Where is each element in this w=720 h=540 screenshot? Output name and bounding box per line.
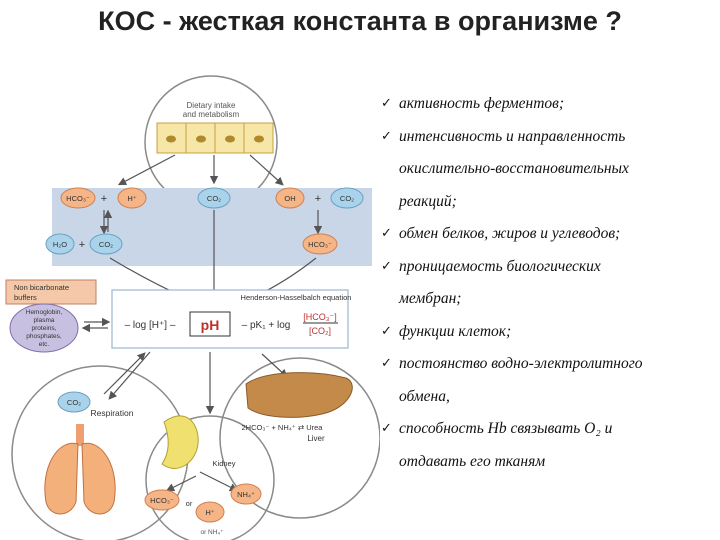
lungs-icon bbox=[44, 424, 116, 515]
liver-circle bbox=[219, 357, 380, 519]
bullet-text: постоянство водно-электролитного bbox=[399, 355, 643, 372]
svg-text:plasma: plasma bbox=[34, 317, 55, 324]
co2-pill-top: CO₂ bbox=[197, 187, 231, 209]
buffers-box: Non bicarbonate buffers bbox=[5, 279, 97, 305]
svg-text:Hemoglobin,: Hemoglobin, bbox=[26, 309, 63, 316]
check-icon: ✓ bbox=[381, 258, 392, 274]
bullet-line: мембран; bbox=[381, 289, 716, 322]
bullet-list: ✓ активность ферментов; ✓ интенсивность и … bbox=[381, 94, 716, 484]
svg-text:H₂O: H₂O bbox=[53, 240, 67, 249]
svg-text:phosphates,: phosphates, bbox=[26, 333, 62, 340]
intake-label-1: Dietary intake bbox=[187, 101, 236, 110]
plus-sign: + bbox=[101, 193, 107, 205]
hco3-pill-right: HCO₃⁻ bbox=[302, 233, 338, 255]
co2-pill-left: CO₂ bbox=[89, 233, 123, 255]
liver-equation: 2HCO₃⁻ + NH₄⁺ ⇄ Urea bbox=[242, 423, 324, 432]
kidney-h-plus-pill: H⁺ bbox=[195, 501, 225, 523]
check-icon: ✓ bbox=[381, 421, 392, 436]
bullet-text: отдавать его тканям bbox=[399, 452, 546, 470]
plus-sign: + bbox=[79, 239, 85, 251]
kidney-label: Kidney bbox=[213, 459, 236, 468]
svg-text:OH: OH bbox=[284, 194, 295, 203]
bullet-text: реакций; bbox=[399, 192, 457, 210]
acid-base-diagram: Dietary intake and metabolism HCO₃⁻ + H⁺… bbox=[5, 75, 380, 540]
svg-text:etc.: etc. bbox=[39, 341, 50, 348]
svg-text:H⁺: H⁺ bbox=[205, 508, 214, 517]
svg-text:HCO₃⁻: HCO₃⁻ bbox=[66, 194, 90, 203]
bullet-line: ✓ функции клеток; bbox=[381, 322, 716, 355]
kidney-circle bbox=[145, 415, 275, 540]
h2o-pill: H₂O bbox=[45, 233, 75, 255]
respiration-label: Respiration bbox=[91, 408, 134, 418]
svg-text:CO₂: CO₂ bbox=[340, 194, 354, 203]
bullet-text: интенсивность и направленность bbox=[399, 127, 626, 145]
liver-label: Liver bbox=[307, 434, 325, 443]
svg-text:proteins,: proteins, bbox=[32, 325, 57, 332]
check-icon: ✓ bbox=[381, 128, 392, 144]
svg-text:Henderson-Hasselbalch equation: Henderson-Hasselbalch equation bbox=[241, 293, 352, 302]
or-label: or bbox=[186, 499, 193, 508]
bullet-line: окислительно-восстановительных bbox=[381, 159, 716, 192]
svg-text:Non bicarbonate: Non bicarbonate bbox=[14, 283, 69, 292]
intake-label-2: and metabolism bbox=[183, 110, 240, 119]
henderson-hasselbalch-equation: Henderson-Hasselbalch equation – log [H⁺… bbox=[111, 289, 352, 349]
svg-text:HCO₃⁻: HCO₃⁻ bbox=[308, 240, 332, 249]
respiration-co2-pill: CO₂ bbox=[57, 391, 91, 413]
svg-text:[CO₂]: [CO₂] bbox=[309, 326, 331, 336]
bullet-line: реакций; bbox=[381, 192, 716, 225]
svg-text:CO₂: CO₂ bbox=[207, 194, 221, 203]
bullet-line: ✓ постоянство водно-электролитного bbox=[381, 354, 716, 387]
svg-text:CO₂: CO₂ bbox=[99, 240, 113, 249]
check-icon: ✓ bbox=[381, 323, 392, 339]
or-nh4-label: or NH₄⁺ bbox=[200, 529, 224, 536]
svg-text:H⁺: H⁺ bbox=[127, 194, 136, 203]
bullet-text: мембран; bbox=[399, 290, 462, 307]
ph-label: pH bbox=[201, 317, 220, 333]
bullet-text: обмен белков, жиров и углеводов; bbox=[399, 225, 621, 242]
liver-icon bbox=[245, 372, 353, 418]
bullet-text: активность ферментов; bbox=[399, 95, 565, 112]
h-plus-pill: H⁺ bbox=[117, 187, 147, 209]
svg-text:HCO₃⁻: HCO₃⁻ bbox=[150, 496, 174, 505]
svg-text:buffers: buffers bbox=[14, 293, 37, 302]
bullet-text: проницаемость биологических bbox=[399, 257, 601, 275]
check-icon: ✓ bbox=[381, 356, 392, 371]
svg-text:– pK₁ + log: – pK₁ + log bbox=[242, 320, 291, 331]
bullet-line: ✓ способность Hb связывать O₂ и bbox=[381, 419, 716, 452]
svg-text:CO₂: CO₂ bbox=[67, 398, 81, 407]
intestinal-cells bbox=[156, 122, 274, 154]
hemoglobin-box: Hemoglobin, plasma proteins, phosphates,… bbox=[9, 303, 79, 353]
bullet-text: функции клеток; bbox=[399, 322, 512, 340]
bullet-line: ✓ проницаемость биологических bbox=[381, 257, 716, 290]
bullet-text: окислительно-восстановительных bbox=[399, 160, 629, 177]
bullet-line: обмена, bbox=[381, 387, 716, 420]
kidney-nh4-pill: NH₄⁺ bbox=[230, 483, 262, 505]
svg-text:NH₄⁺: NH₄⁺ bbox=[237, 490, 255, 499]
slide-title: КОС - жесткая константа в организме ? bbox=[98, 6, 622, 36]
bullet-line: отдавать его тканям bbox=[381, 452, 716, 485]
bullet-line: ✓ обмен белков, жиров и углеводов; bbox=[381, 224, 716, 257]
bullet-line: ✓ интенсивность и направленность bbox=[381, 127, 716, 160]
check-icon: ✓ bbox=[381, 96, 392, 111]
kidney-hco3-pill: HCO₃⁻ bbox=[144, 489, 180, 511]
hco3-pill: HCO₃⁻ bbox=[60, 187, 96, 209]
co2-pill-right: CO₂ bbox=[330, 187, 364, 209]
check-icon: ✓ bbox=[381, 226, 392, 241]
oh-pill: OH bbox=[275, 187, 305, 209]
bullet-line: ✓ активность ферментов; bbox=[381, 94, 716, 127]
bullet-text: способность Hb связывать O₂ и bbox=[399, 420, 613, 437]
kidney-icon bbox=[161, 415, 199, 469]
plus-sign: + bbox=[315, 193, 321, 205]
svg-text:[HCO₃⁻]: [HCO₃⁻] bbox=[303, 312, 336, 322]
bullet-text: обмена, bbox=[399, 387, 450, 405]
svg-text:– log [H⁺] –: – log [H⁺] – bbox=[125, 320, 176, 331]
